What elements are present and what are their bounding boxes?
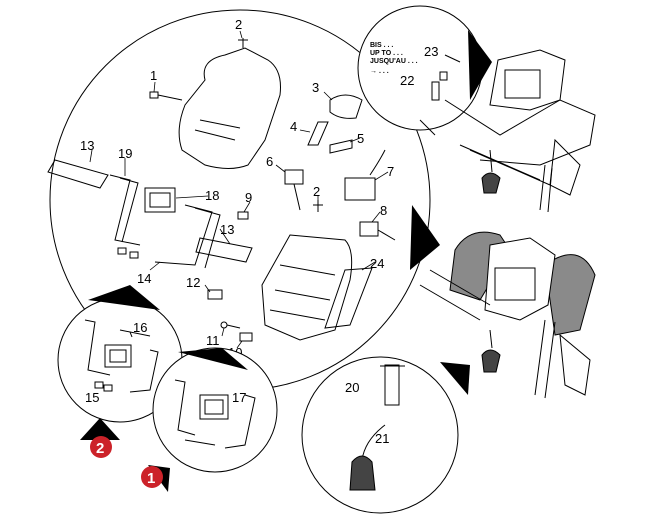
pad-part-3 [329, 94, 363, 119]
label-part-17: 17 [232, 390, 246, 405]
washers [117, 247, 139, 259]
variant-circle-two: 16 15 [57, 285, 183, 423]
label-part-7: 7 [387, 164, 394, 179]
cable-part-7 [344, 149, 386, 201]
handlebar-assembly-top [419, 49, 596, 213]
label-part-15: 15 [85, 390, 99, 405]
label-part-9: 9 [245, 190, 252, 205]
badge-two: 2 [80, 418, 120, 458]
label-part-2-top: 2 [235, 17, 242, 32]
label-part-12: 12 [186, 275, 200, 290]
label-part-20: 20 [345, 380, 359, 395]
part-12 [207, 289, 223, 300]
label-part-16: 16 [133, 320, 147, 335]
strip-part-4 [307, 121, 329, 146]
label-part-21: 21 [375, 431, 389, 446]
badge-one: 1 [141, 465, 170, 492]
label-part-18: 18 [205, 188, 219, 203]
bar-part-13-bottom [195, 237, 253, 263]
label-part-24: 24 [370, 256, 384, 271]
serial-note-line-3: JUSQU'AU . . . [370, 58, 418, 65]
leader-lines [89, 30, 389, 349]
variant-circle-one: 17 [152, 347, 278, 473]
label-part-3: 3 [312, 80, 319, 95]
label-part-1: 1 [150, 68, 157, 83]
bar-part-13-top [47, 159, 109, 189]
label-part-13-top: 13 [80, 138, 94, 153]
holder-front-frame [261, 200, 353, 341]
badge-two-label: 2 [96, 440, 104, 457]
serial-note-line-4: → . . . [370, 68, 389, 75]
serial-note-line-1: BIS . . . [370, 42, 393, 49]
clamp-block-18 [144, 187, 176, 213]
serial-note-line-2: UP TO . . . [370, 50, 403, 57]
part-23-pin [439, 71, 448, 81]
part-10 [239, 332, 253, 342]
part-9 [237, 211, 249, 220]
holder-back-shell [178, 38, 281, 169]
label-part-4: 4 [290, 119, 297, 134]
part-20-strap [384, 364, 400, 406]
detail-circle-cable-boot: 20 21 [301, 356, 470, 514]
detail-circle-serial-note: BIS . . . UP TO . . . JUSQU'AU . . . → .… [357, 5, 492, 131]
label-part-13-bottom: 13 [220, 222, 234, 237]
connector-part-6 [284, 169, 304, 211]
clip-part-5 [329, 139, 353, 154]
part-22-sleeve [431, 81, 440, 101]
main-exploded-view: 1 2 3 4 5 6 7 8 9 2 13 19 18 13 14 12 24… [47, 9, 431, 391]
bracket-rails-19-14 [109, 174, 221, 269]
label-part-11: 11 [206, 333, 220, 348]
panel-part-24 [324, 267, 373, 329]
label-part-5: 5 [357, 131, 364, 146]
label-part-14: 14 [137, 271, 151, 286]
arrow-to-lower-assembly [410, 205, 440, 270]
label-part-22: 22 [400, 73, 414, 88]
label-part-23: 23 [424, 44, 438, 59]
handlebar-assembly-padded [419, 231, 596, 399]
part-8 [359, 221, 396, 241]
label-part-6: 6 [266, 154, 273, 169]
badge-one-label: 1 [147, 470, 155, 487]
label-part-2-lower: 2 [313, 184, 320, 199]
label-part-8: 8 [380, 203, 387, 218]
label-part-19: 19 [118, 146, 132, 161]
